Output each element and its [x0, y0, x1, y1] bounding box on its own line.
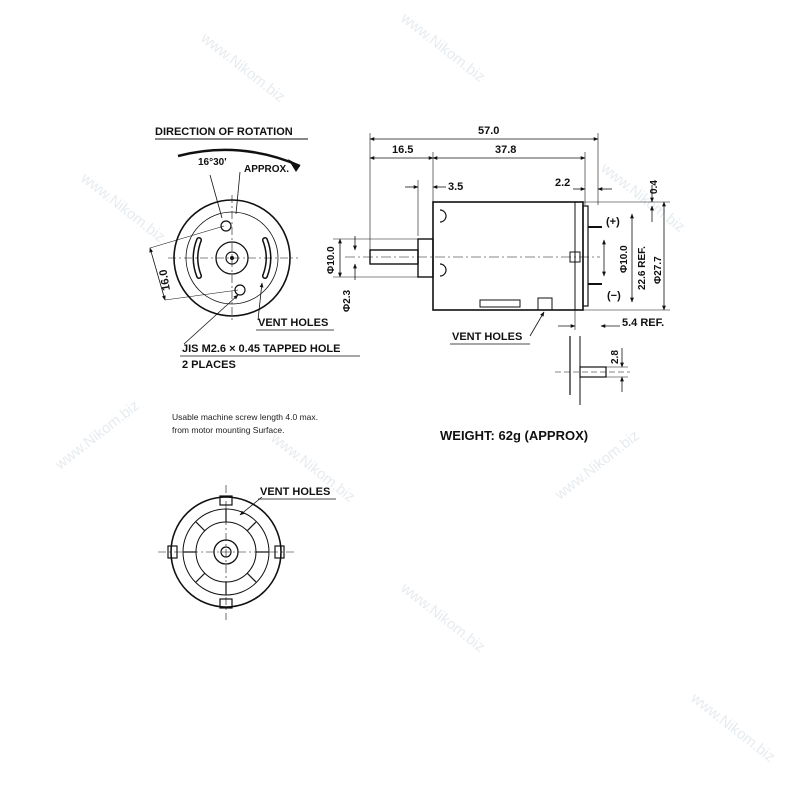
- dim-16-line: [149, 247, 166, 301]
- tapped-hole-label: JIS M2.6 × 0.45 TAPPED HOLE: [182, 343, 340, 355]
- tapped-hole-leader: [183, 294, 239, 345]
- watermark: www.Nikom.biz: [197, 29, 288, 106]
- angle-guide-line: [235, 171, 241, 215]
- tapped-hole-top: [220, 220, 232, 232]
- dim-5-4-label: 5.4 REF.: [622, 317, 664, 329]
- side-vent-holes-label: VENT HOLES: [452, 331, 522, 343]
- dim-2-2-label: 2.2: [555, 177, 570, 189]
- rear-vent-holes-label: VENT HOLES: [260, 486, 330, 498]
- plus-terminal-label: (+): [606, 216, 620, 228]
- dim-57-label: 57.0: [478, 125, 499, 137]
- watermark: www.Nikom.biz: [397, 9, 488, 86]
- watermark: www.Nikom.biz: [51, 397, 142, 474]
- brush-holder: [569, 251, 581, 263]
- front-vent-holes-label: VENT HOLES: [258, 317, 328, 329]
- dim-16-5-label: 16.5: [392, 144, 413, 156]
- dim-16-label: 16.0: [157, 268, 173, 291]
- angle-guide-line: [209, 174, 223, 219]
- dim-16-extension: [164, 289, 239, 301]
- minus-terminal-label: (−): [607, 290, 621, 302]
- watermark-layer: www.Nikom.biz www.Nikom.biz www.Nikom.bi…: [51, 9, 778, 766]
- dim-phi2-3-label: Φ2.3: [342, 289, 353, 312]
- rear-view: VENT HOLES: [158, 485, 336, 620]
- dim-16-extension: [149, 225, 225, 249]
- approx-label: APPROX.: [244, 164, 289, 175]
- can-notch: [439, 209, 447, 223]
- direction-of-rotation-label: DIRECTION OF ROTATION: [155, 126, 293, 138]
- rotation-arrow-arc: [177, 148, 301, 168]
- side-vent-bump: [537, 297, 553, 311]
- screw-length-note: Usable machine screw length 4.0 max. fro…: [172, 412, 318, 435]
- dim-2-8-label: 2.8: [610, 350, 621, 364]
- weight-label: WEIGHT: 62g (APPROX): [440, 428, 588, 443]
- can-notch: [439, 263, 447, 277]
- motor-can: [432, 201, 584, 311]
- dim-22-6-label: 22.6 REF.: [637, 246, 648, 290]
- note-line-2: from motor mounting Surface.: [172, 425, 284, 435]
- side-view: 57.0 16.5 37.8 3.5 2.2 (+) (−) Φ10: [326, 125, 670, 443]
- watermark: www.Nikom.biz: [397, 579, 488, 656]
- front-view: DIRECTION OF ROTATION 16°30' APPROX. 16.…: [149, 126, 360, 371]
- rotation-arrow-head: [288, 159, 300, 172]
- vent-holes-leader: [257, 282, 264, 321]
- dim-37-8-label: 37.8: [495, 144, 516, 156]
- dim-phi10-bush-label: Φ10.0: [619, 245, 630, 273]
- dim-0-4-label: 0.4: [649, 180, 660, 194]
- boss: [417, 238, 434, 278]
- note-line-1: Usable machine screw length 4.0 max.: [172, 412, 318, 422]
- side-vent-leader: [529, 311, 545, 337]
- end-cap: [582, 205, 589, 307]
- rear-vent-leader: [239, 496, 263, 516]
- tapped-hole-bottom: [234, 284, 246, 296]
- dim-27-7-label: Φ27.7: [653, 256, 664, 284]
- watermark: www.Nikom.biz: [687, 689, 778, 766]
- angle-label: 16°30': [198, 157, 227, 168]
- watermark: www.Nikom.biz: [77, 169, 168, 246]
- side-vent-hole: [479, 299, 521, 308]
- dim-phi10-label: Φ10.0: [326, 246, 337, 274]
- dim-3-5-label: 3.5: [448, 181, 463, 193]
- places-label: 2 PLACES: [182, 359, 236, 371]
